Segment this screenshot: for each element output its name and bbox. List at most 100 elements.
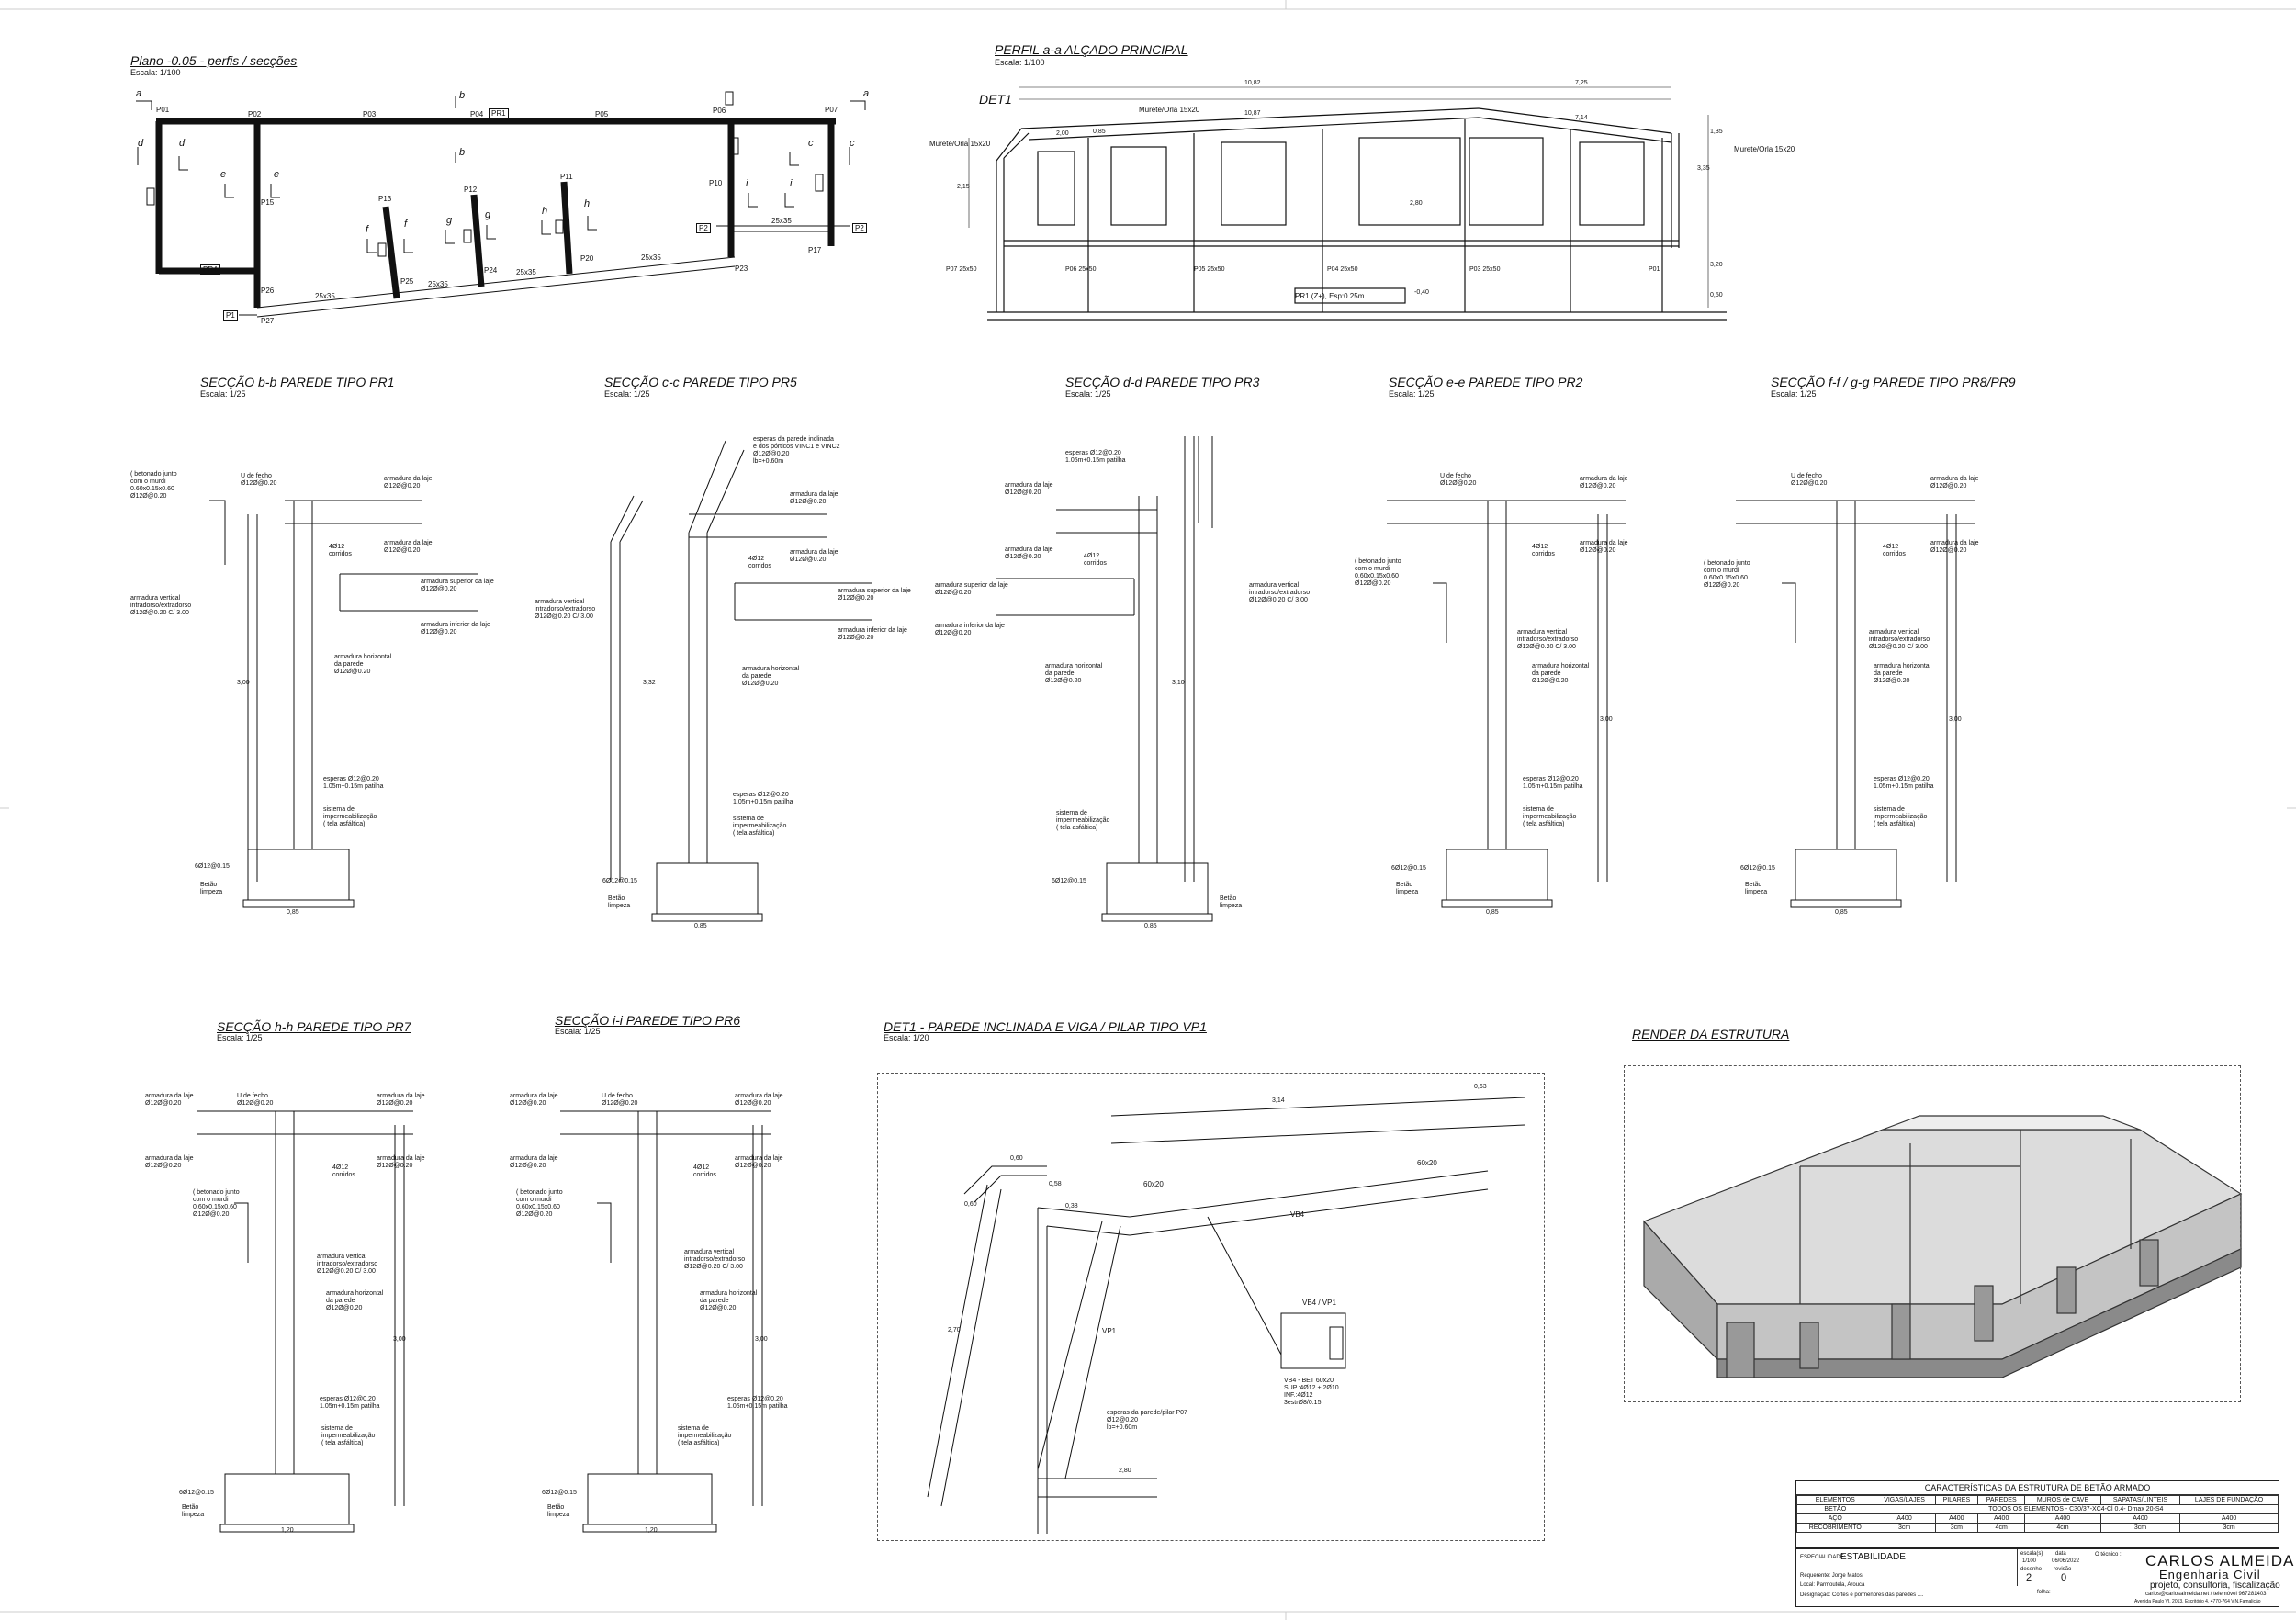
note-sapata: 6Ø12@0.15 xyxy=(542,1490,577,1496)
note-horizontal: armadura horizontal da parede Ø12Ø@0.20 xyxy=(1045,663,1103,684)
cut-mark: e xyxy=(274,169,280,180)
pillar-label: P01 xyxy=(156,106,170,114)
escala-label: escala(s) xyxy=(2020,1551,2043,1557)
table-cell: PAREDES xyxy=(1977,1495,2026,1505)
detail-title: DET1 - PAREDE INCLINADA E VIGA / PILAR T… xyxy=(884,1019,1207,1034)
note-horizontal: armadura horizontal da parede Ø12Ø@0.20 xyxy=(1874,663,1931,684)
brand-name: CARLOS ALMEIDA xyxy=(2145,1552,2295,1569)
table-cell: A400 xyxy=(2099,1513,2181,1524)
pillar-label: P27 xyxy=(261,317,275,325)
section-height: 3,10 xyxy=(1172,680,1185,686)
spec-table: ELEMENTOS VIGAS/LAJES PILARES PAREDES MU… xyxy=(1796,1495,2279,1533)
note-betao: Betão limpeza xyxy=(1745,882,1768,895)
section-height: 3,00 xyxy=(393,1336,406,1343)
section-width: 1,20 xyxy=(281,1527,294,1534)
note-laje: armadura da laje Ø12Ø@0.20 xyxy=(1580,476,1628,489)
cut-mark: c xyxy=(808,138,814,149)
note-laje: armadura da laje Ø12Ø@0.20 xyxy=(377,1155,425,1169)
note-laje: armadura da laje Ø12Ø@0.20 xyxy=(735,1093,783,1107)
note-imperm: sistema de impermeabilização ( tela asfá… xyxy=(1056,810,1110,831)
wall-tag: P1 xyxy=(223,310,238,321)
table-cell: 3cm xyxy=(2099,1523,2181,1533)
note-corridos: 4Ø12 corridos xyxy=(329,544,352,557)
table-cell: LAJES DE FUNDAÇÃO xyxy=(2179,1495,2279,1505)
note-horizontal: armadura horizontal da parede Ø12Ø@0.20 xyxy=(326,1290,384,1311)
note-esperas: esperas Ø12@0.20 1.05m+0.15m patilha xyxy=(727,1396,788,1410)
note-imperm: sistema de impermeabilização ( tela asfá… xyxy=(321,1425,376,1446)
note-vertical: armadura vertical intradorso/extradorso … xyxy=(1517,629,1579,650)
brand-address: Avenida Paulo VI, 2013, Escritório 4, 47… xyxy=(2134,1599,2261,1604)
section-height: 3,00 xyxy=(1600,716,1613,723)
pillar-label: P03 xyxy=(363,110,377,118)
detail-esperas: esperas da parede/pilar P07 Ø12@0.20 lb=… xyxy=(1107,1410,1187,1431)
esp-value: ESTABILIDADE xyxy=(1840,1552,1906,1562)
profile-dim: -0,40 xyxy=(1414,289,1429,296)
table-cell: A400 xyxy=(1873,1513,1936,1524)
wall-tag: P2 xyxy=(852,223,867,233)
note-esperas: esperas Ø12@0.20 1.05m+0.15m patilha xyxy=(320,1396,380,1410)
note-mundi: ( betonado junto com o murdi 0.60x0.15x0… xyxy=(130,471,177,500)
note-imperm: sistema de impermeabilização ( tela asfá… xyxy=(323,806,377,827)
profile-dim: 2,15 xyxy=(957,184,970,190)
note-inf: armadura inferior da laje Ø12Ø@0.20 xyxy=(838,627,907,641)
note-betao: Betão limpeza xyxy=(200,882,223,895)
section-scale: Escala: 1/25 xyxy=(555,1027,601,1036)
pillar-label: P20 xyxy=(580,254,594,263)
profile-pillar: P04 25x50 xyxy=(1327,266,1358,273)
beam-dim: 25x35 xyxy=(641,253,661,262)
pillar-label: P10 xyxy=(709,179,723,187)
note-corridos: 4Ø12 corridos xyxy=(1532,544,1555,557)
note-laje: armadura da laje Ø12Ø@0.20 xyxy=(1930,540,1979,554)
note-betao: Betão limpeza xyxy=(1220,895,1243,909)
section-width: 1,20 xyxy=(645,1527,658,1534)
section-width: 0,85 xyxy=(1835,909,1848,916)
detail-box-title: VB4 / VP1 xyxy=(1302,1299,1336,1307)
note-vertical: armadura vertical intradorso/extradorso … xyxy=(535,599,596,620)
pillar-label: P25 xyxy=(400,277,414,286)
note-fecho: U de fecho Ø12Ø@0.20 xyxy=(1440,473,1477,487)
note-sup: armadura superior da laje Ø12Ø@0.20 xyxy=(421,579,494,592)
desenho-label: desenho xyxy=(2020,1567,2043,1572)
note-fecho: U de fecho Ø12Ø@0.20 xyxy=(241,473,277,487)
table-cell: A400 xyxy=(2024,1513,2101,1524)
profile-scale: Escala: 1/100 xyxy=(995,58,1045,67)
table-cell: RECOBRIMENTO xyxy=(1796,1523,1874,1533)
cut-mark: h xyxy=(584,198,591,209)
cut-mark: b xyxy=(459,147,466,158)
note-laje: armadura da laje Ø12Ø@0.20 xyxy=(1580,540,1628,554)
profile-title: PERFIL a-a ALÇADO PRINCIPAL xyxy=(995,42,1188,57)
plan-scale: Escala: 1/100 xyxy=(130,68,181,77)
note-corridos: 4Ø12 corridos xyxy=(332,1164,355,1178)
table-cell: 3cm xyxy=(1873,1523,1936,1533)
cut-mark: a xyxy=(136,88,142,99)
table-cell: VIGAS/LAJES xyxy=(1873,1495,1936,1505)
cut-mark: f xyxy=(366,224,369,235)
profile-drawing xyxy=(987,107,1727,321)
brand-subtitle: Engenharia Civil xyxy=(2159,1568,2261,1581)
note-vertical: armadura vertical intradorso/extradorso … xyxy=(1249,582,1311,603)
note-imperm: sistema de impermeabilização ( tela asfá… xyxy=(678,1425,732,1446)
beam-dim: 25x35 xyxy=(771,217,792,225)
table-cell: 3cm xyxy=(2179,1523,2279,1533)
note-horizontal: armadura horizontal da parede Ø12Ø@0.20 xyxy=(742,666,800,687)
detail-dim: 0,63 xyxy=(1474,1084,1487,1090)
profile-pillar: P03 25x50 xyxy=(1469,266,1501,273)
profile-dim: 3,20 xyxy=(1710,262,1723,268)
note-imperm: sistema de impermeabilização ( tela asfá… xyxy=(733,816,787,837)
note-sapata: 6Ø12@0.15 xyxy=(195,863,230,870)
section-scale: Escala: 1/25 xyxy=(1771,389,1817,399)
note-laje: armadura da laje Ø12Ø@0.20 xyxy=(384,476,433,489)
section-width: 0,85 xyxy=(1144,923,1157,929)
note-sapata: 6Ø12@0.15 xyxy=(1391,865,1426,872)
detail-scale: Escala: 1/20 xyxy=(884,1033,929,1042)
render-drawing xyxy=(1642,1115,2243,1378)
table-row: AÇO A400 A400 A400 A400 A400 A400 xyxy=(1796,1513,2279,1524)
detail-frame xyxy=(877,1073,1545,1541)
note-laje: armadura da laje Ø12Ø@0.20 xyxy=(510,1093,558,1107)
profile-dim: 10,87 xyxy=(1244,110,1261,117)
detail-vp1: VP1 xyxy=(1102,1327,1117,1335)
table-cell: 3cm xyxy=(1934,1523,1979,1533)
profile-dim: 10,82 xyxy=(1244,80,1261,86)
pillar-label: P05 xyxy=(595,110,609,118)
